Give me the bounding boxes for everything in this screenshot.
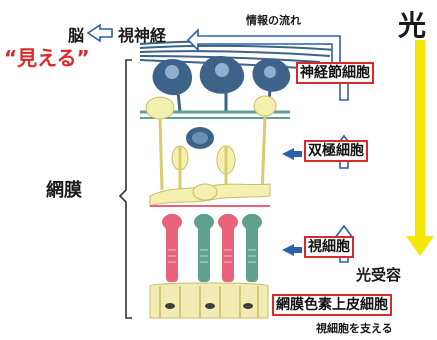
seeing-label: “見える”	[4, 46, 90, 70]
photoreception-label: 光受容	[356, 266, 402, 284]
rpe-caption: 視細胞を支える	[316, 322, 393, 335]
light-label: 光	[398, 9, 427, 42]
photoreceptor-cells	[150, 205, 270, 282]
photoreceptor-label: 視細胞	[304, 236, 354, 258]
rpe-layer	[149, 282, 269, 319]
retina-bracket	[118, 59, 132, 319]
ganglion-cell-label: 神経節細胞	[296, 62, 374, 84]
rpe-label: 網膜色素上皮細胞	[272, 294, 392, 316]
brain-arrow	[86, 23, 113, 43]
bipolar-cells	[140, 95, 290, 197]
optic-nerve-label: 視神経	[118, 26, 167, 45]
light-arrow	[406, 40, 434, 256]
retina-label: 網膜	[46, 180, 82, 201]
bipolar-cell-label: 双極細胞	[304, 140, 368, 162]
horizontal-cells	[149, 183, 271, 207]
info-flow-label: 情報の流れ	[246, 14, 301, 27]
brain-label: 脳	[68, 26, 85, 45]
